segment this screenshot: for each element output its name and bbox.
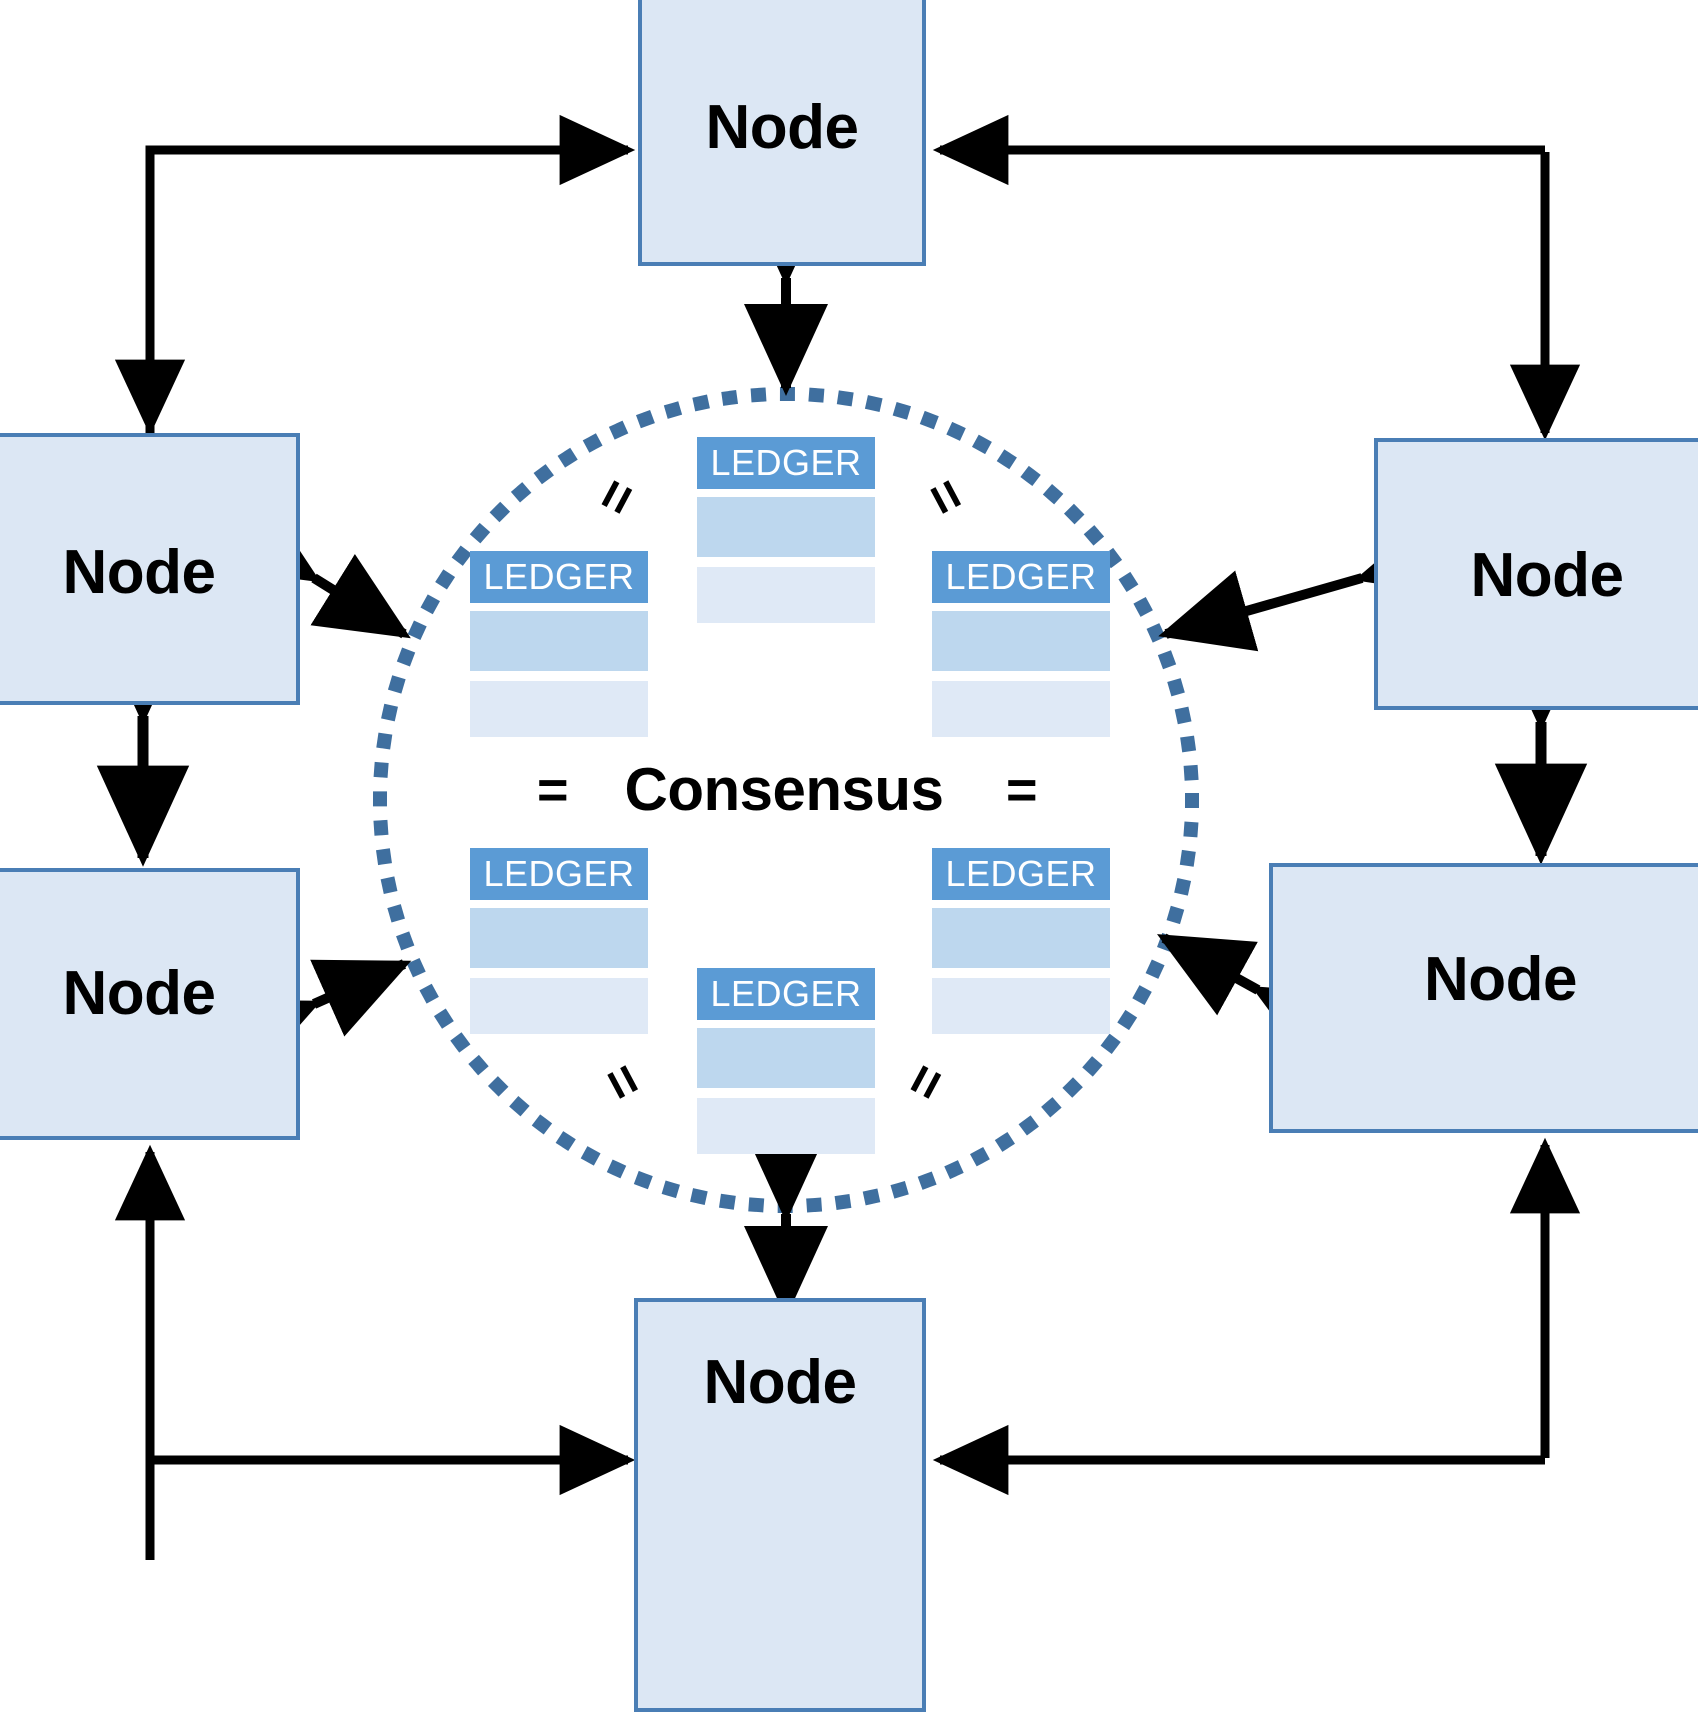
node-right-lower[interactable]: Node (1269, 863, 1698, 1133)
ledger-header: LEDGER (932, 848, 1110, 900)
ledger-header: LEDGER (470, 551, 648, 603)
connector-leftlower-to-bottom (114, 1144, 636, 1560)
connector-leftlower-to-circle (220, 959, 412, 1077)
ledger-row-2 (932, 978, 1110, 1034)
ledger-bottom-left[interactable]: LEDGER (470, 848, 648, 1034)
ledger-row-2 (697, 567, 875, 623)
node-label: Node (705, 93, 860, 162)
ledger-row-1 (932, 611, 1110, 671)
ledger-row-2 (470, 681, 648, 737)
node-label: Node (703, 1348, 858, 1417)
node-label: Node (1470, 541, 1625, 610)
ledger-header: LEDGER (470, 848, 648, 900)
node-label: Node (62, 538, 217, 607)
equals-icon-mid-left: = (537, 760, 569, 820)
ledger-row-2 (697, 1098, 875, 1154)
ledger-row-1 (470, 908, 648, 968)
node-top[interactable]: Node (638, 0, 926, 266)
node-left-upper[interactable]: Node (0, 433, 300, 705)
connector-leftupper-to-top (145, 114, 636, 433)
connector-rightlower-to-bottom (932, 1137, 1581, 1496)
ledger-row-2 (932, 681, 1110, 737)
node-left-lower[interactable]: Node (0, 868, 300, 1140)
ledger-row-1 (697, 497, 875, 557)
ledger-row-2 (470, 978, 648, 1034)
connector-rightupper-to-circle (1158, 514, 1455, 652)
consensus-label: Consensus (624, 756, 944, 823)
ledger-top[interactable]: LEDGER (697, 437, 875, 623)
ledger-left[interactable]: LEDGER (470, 551, 648, 737)
ledger-row-1 (470, 611, 648, 671)
connector-leftupper-to-circle (220, 497, 411, 639)
node-label: Node (62, 959, 217, 1028)
ledger-bottom[interactable]: LEDGER (697, 968, 875, 1154)
ledger-row-1 (697, 1028, 875, 1088)
ledger-bottom-right[interactable]: LEDGER (932, 848, 1110, 1034)
ledger-header: LEDGER (932, 551, 1110, 603)
ledger-right[interactable]: LEDGER (932, 551, 1110, 737)
node-label: Node (1424, 945, 1578, 1014)
connector-rightupper-to-top (932, 114, 1581, 441)
node-right-upper[interactable]: Node (1374, 438, 1698, 710)
ledger-row-1 (932, 908, 1110, 968)
node-bottom[interactable]: Node (634, 1298, 926, 1712)
equals-icon-mid-right: = (1006, 760, 1038, 820)
ledger-header: LEDGER (697, 437, 875, 489)
connector-rightlower-to-circle (1156, 933, 1352, 1068)
ledger-header: LEDGER (697, 968, 875, 1020)
